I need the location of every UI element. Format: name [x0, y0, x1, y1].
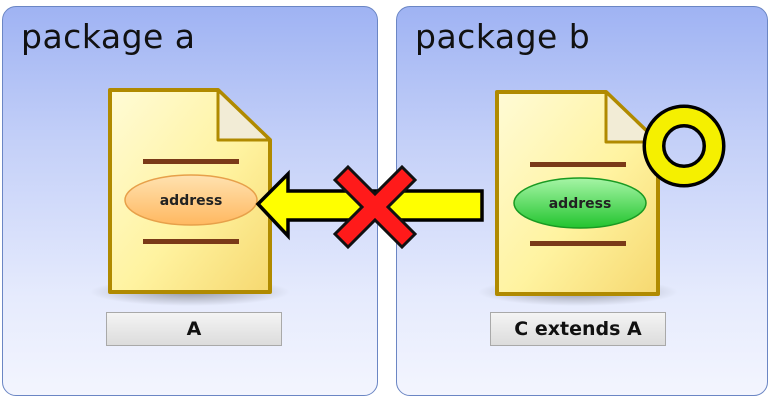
field-oval-a: address	[124, 174, 258, 226]
file-b-caption: C extends A	[490, 312, 666, 346]
blocked-cross-icon	[332, 164, 418, 250]
file-a-caption: A	[106, 312, 282, 346]
field-label-b: address	[549, 196, 612, 212]
field-label-a: address	[160, 193, 223, 209]
ok-circle-icon	[642, 104, 726, 188]
package-b-title: package b	[415, 17, 591, 56]
package-a-title: package a	[21, 17, 196, 56]
field-oval-b: address	[513, 177, 647, 229]
